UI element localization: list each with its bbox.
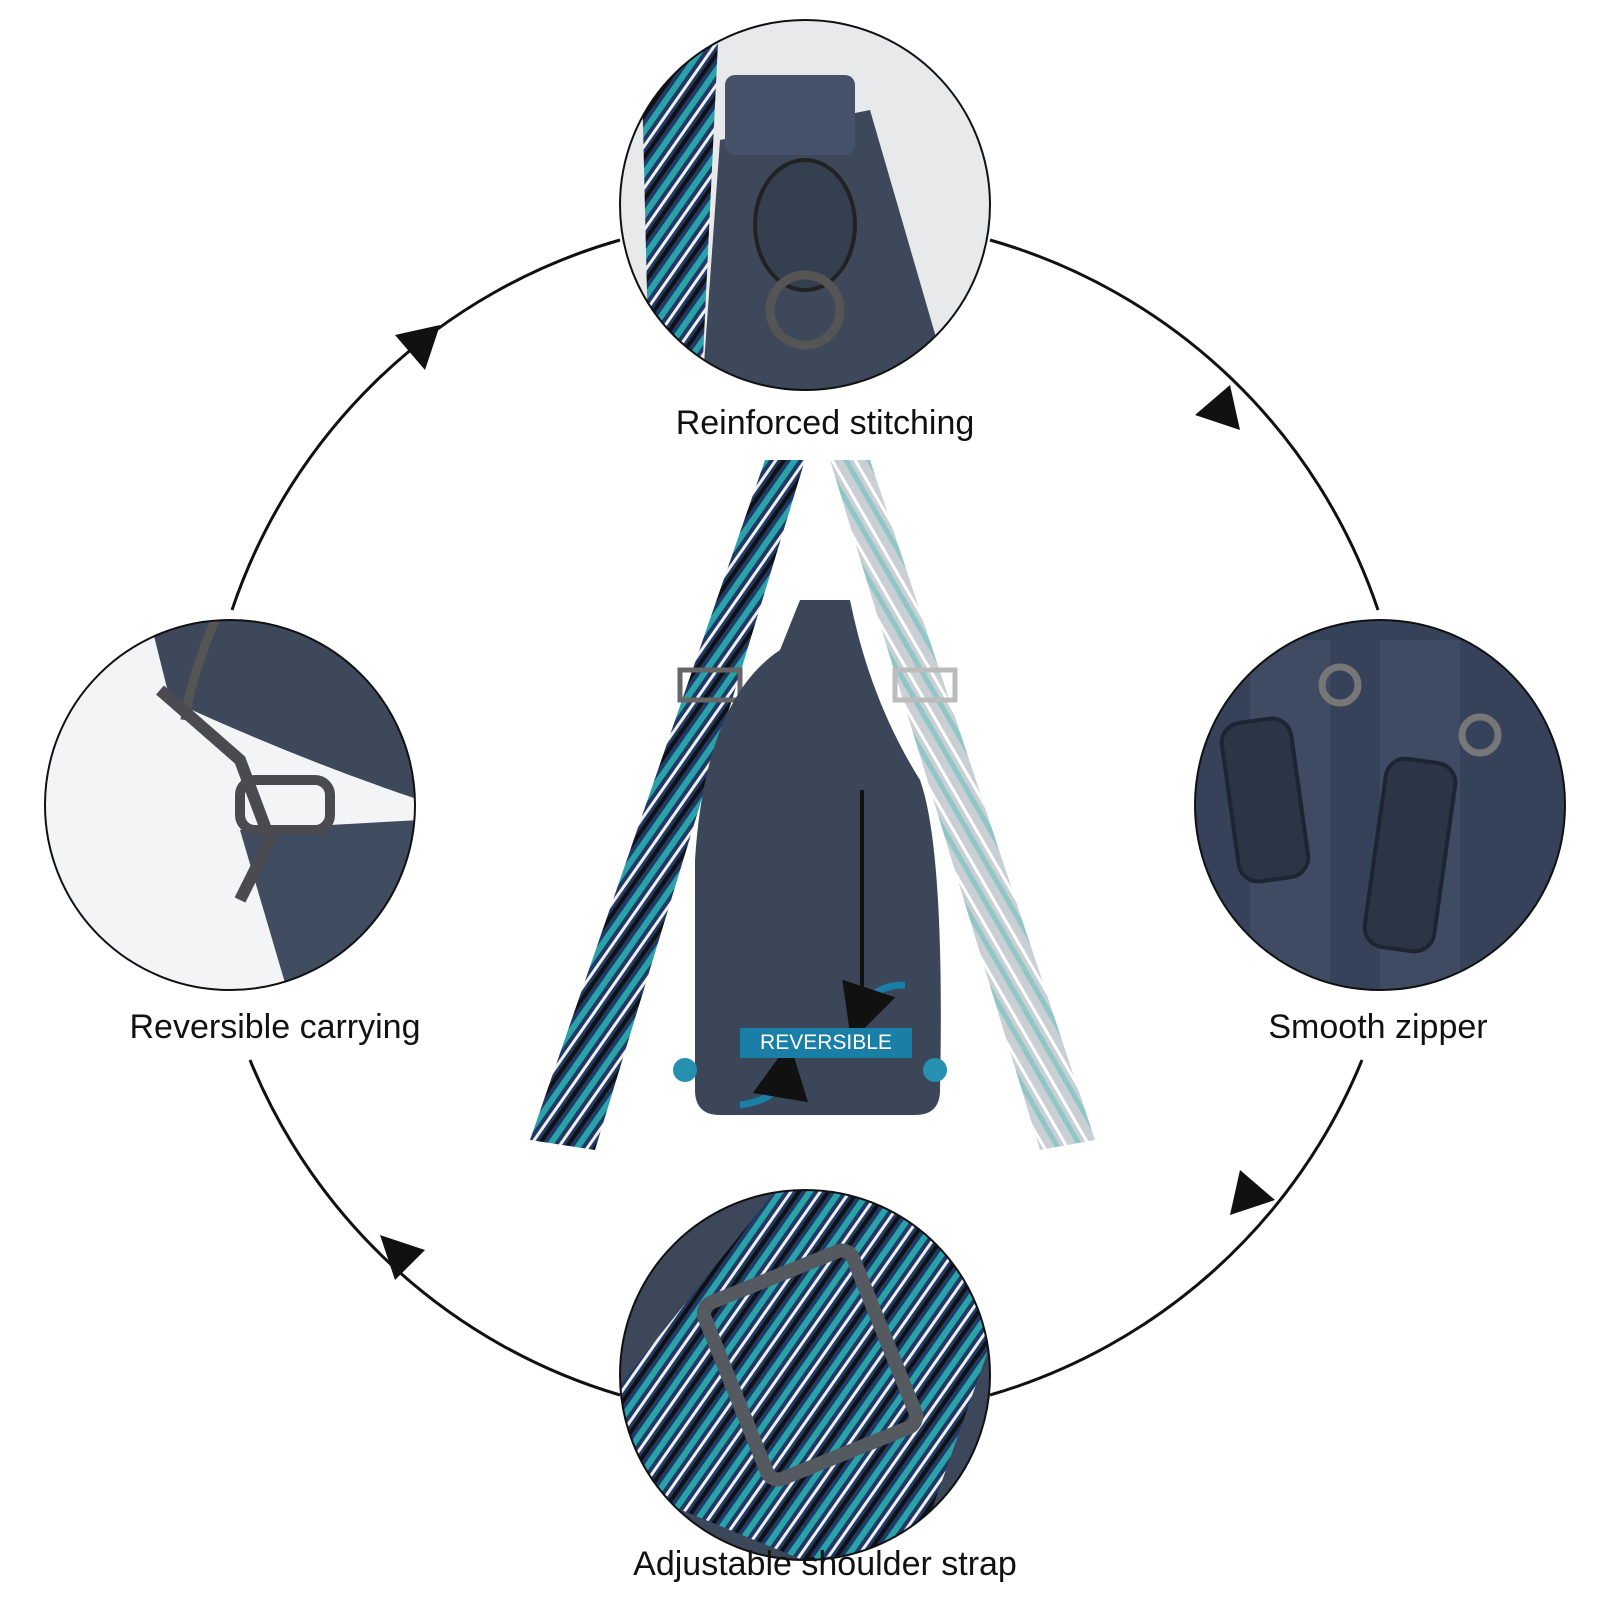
feature-label-adjustable-strap: Adjustable shoulder strap <box>633 1545 1017 1583</box>
center-bag <box>530 460 1095 1150</box>
detail-circle-bottom <box>620 1190 990 1560</box>
detail-circle-top <box>620 20 990 390</box>
detail-circle-right <box>1195 620 1565 990</box>
feature-label-reversible-carrying: Reversible carrying <box>129 1008 421 1046</box>
cycle-arrow-icons <box>380 325 1275 1280</box>
cycle-ring <box>230 238 1380 1397</box>
feature-label-reinforced-stitching: Reinforced stitching <box>675 404 975 442</box>
reversible-badge: REVERSIBLE <box>740 1028 912 1058</box>
feature-label-smooth-zipper: Smooth zipper <box>1268 1008 1488 1046</box>
